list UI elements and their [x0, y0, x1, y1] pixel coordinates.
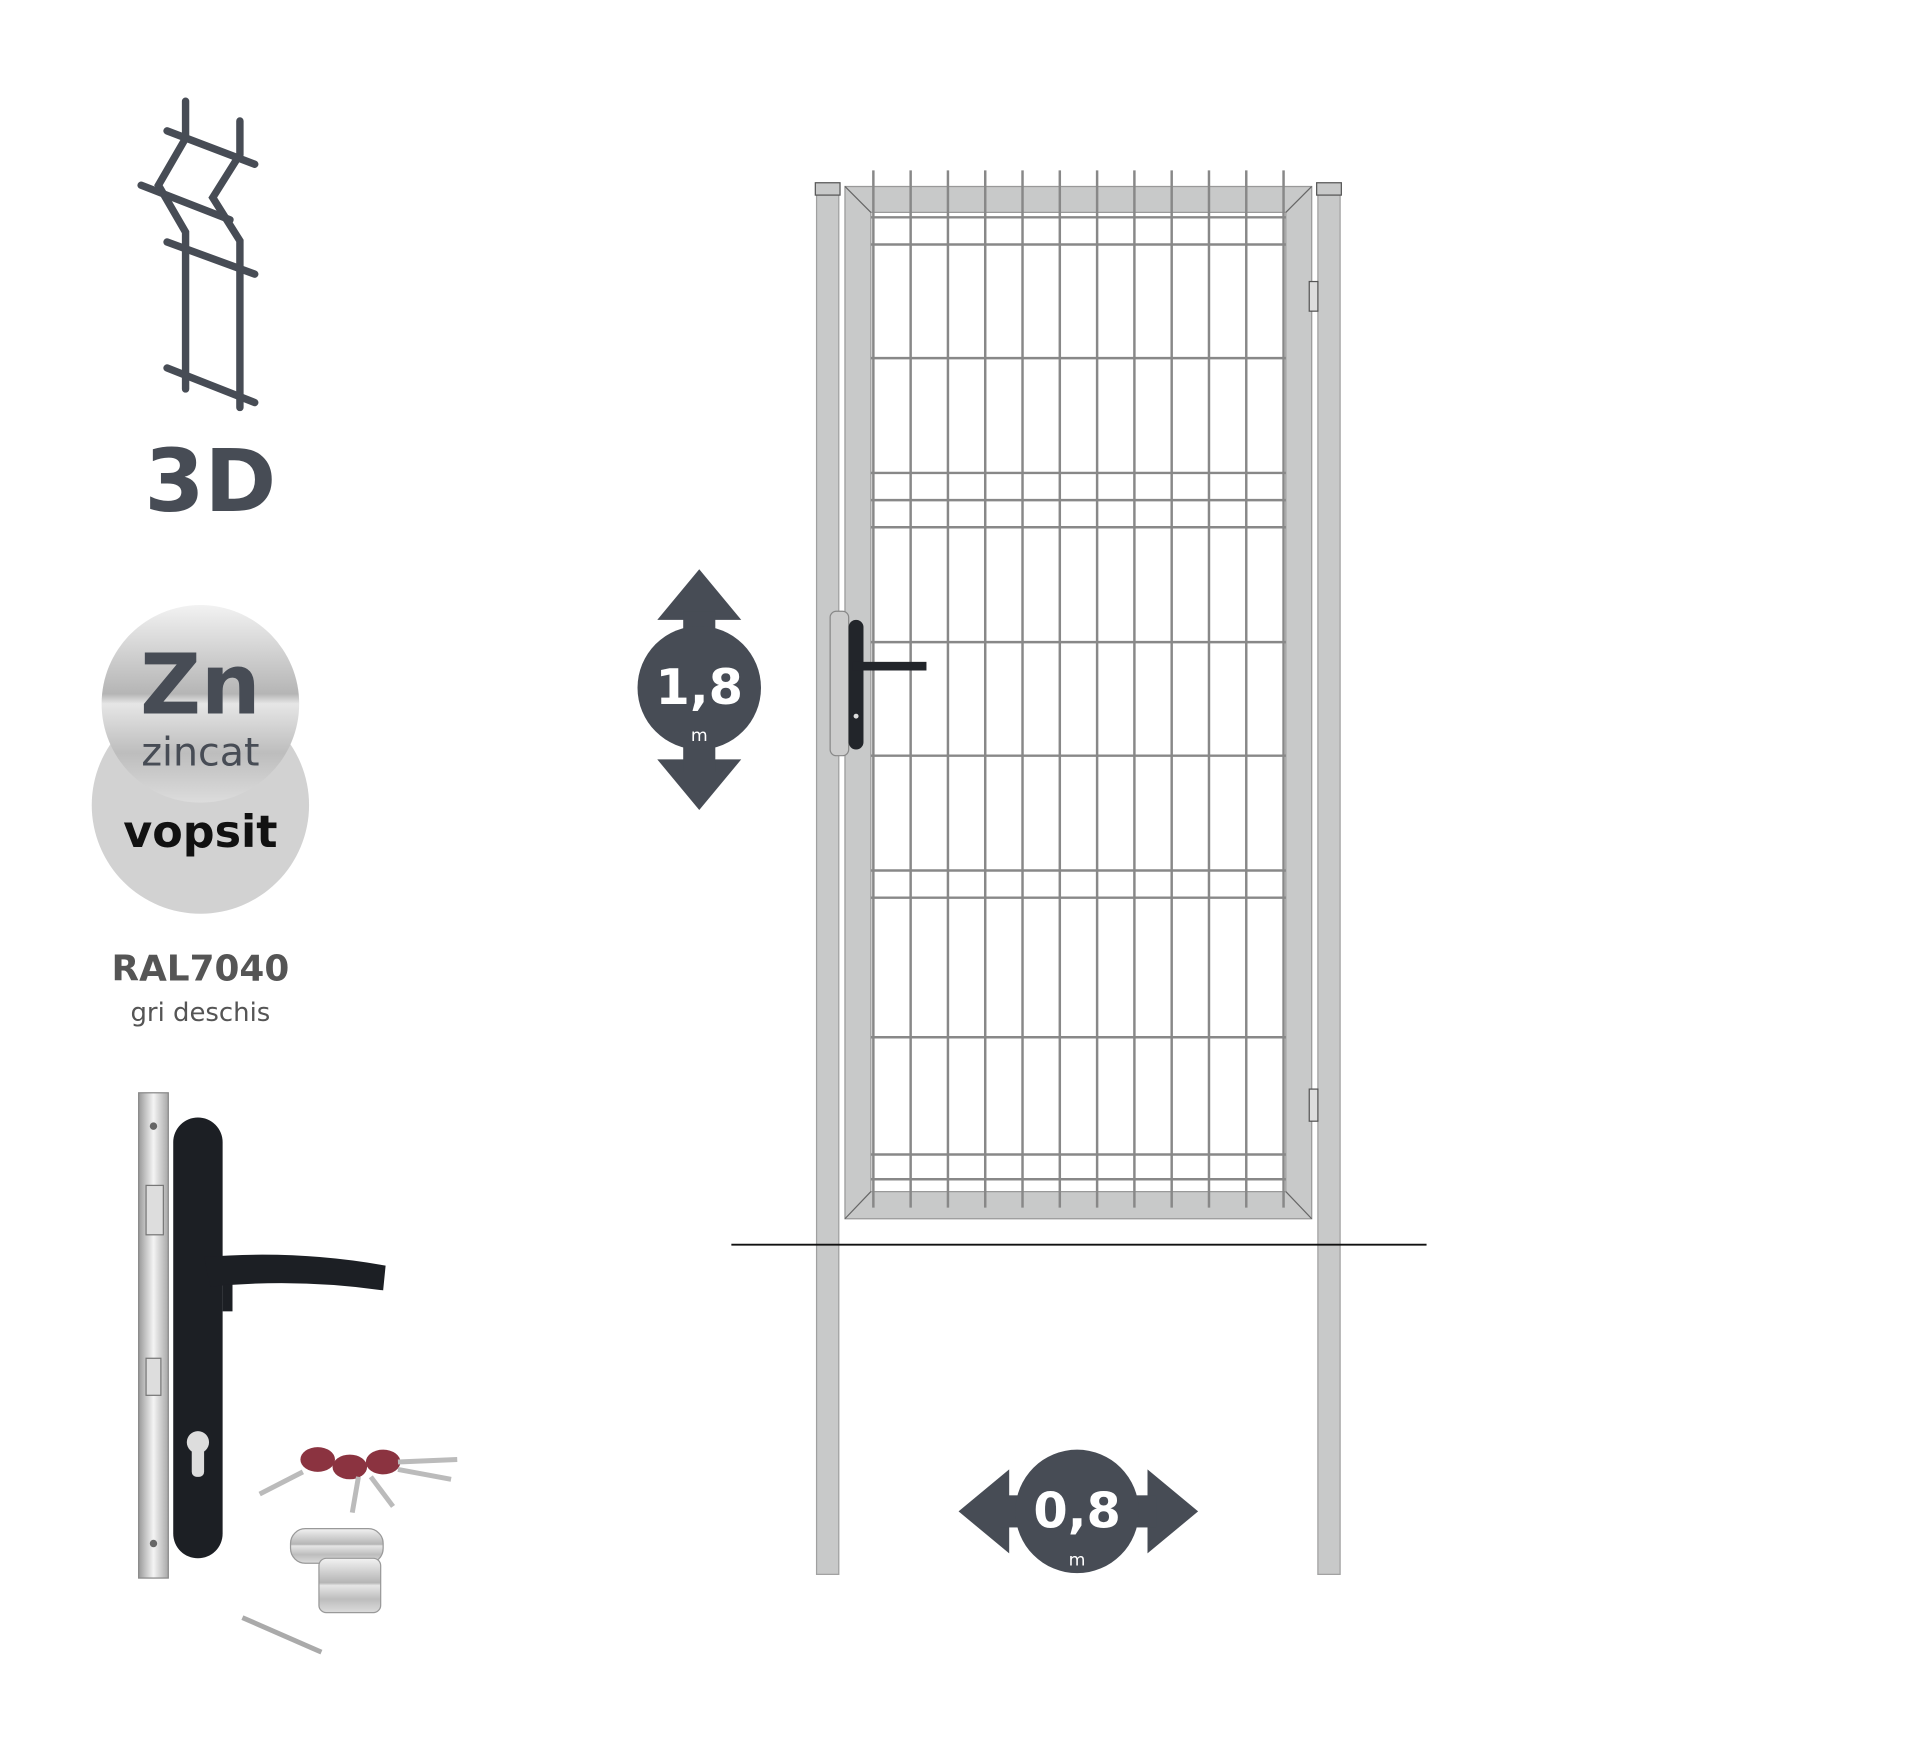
- zinc-label: zincat: [141, 730, 259, 776]
- height-value: 1,8: [656, 658, 743, 716]
- 3d-mesh-icon: [137, 97, 259, 412]
- color-name: gri deschis: [130, 998, 270, 1028]
- paint-label: vopsit: [123, 807, 277, 858]
- width-value: 0,8: [1033, 1481, 1120, 1539]
- keys-icon: [258, 1447, 458, 1514]
- cylinder-icon: [289, 1528, 384, 1614]
- ral-code: RAL7040: [112, 948, 290, 989]
- left-post: [815, 190, 840, 1575]
- gate-drawing: [731, 170, 1427, 1575]
- zinc-coating-badge: [91, 605, 310, 914]
- height-dimension-badge: [637, 569, 761, 811]
- screw-icon: [241, 1615, 323, 1655]
- mesh-type-label: 3D: [144, 432, 276, 532]
- gate-handle: [829, 610, 927, 757]
- zinc-symbol: Zn: [140, 636, 261, 734]
- right-post: [1317, 190, 1341, 1575]
- width-dimension-badge: [958, 1449, 1199, 1574]
- height-unit: m: [691, 726, 708, 746]
- width-unit: m: [1069, 1551, 1086, 1571]
- lock-handle-keys-cylinder-image: [138, 1092, 458, 1655]
